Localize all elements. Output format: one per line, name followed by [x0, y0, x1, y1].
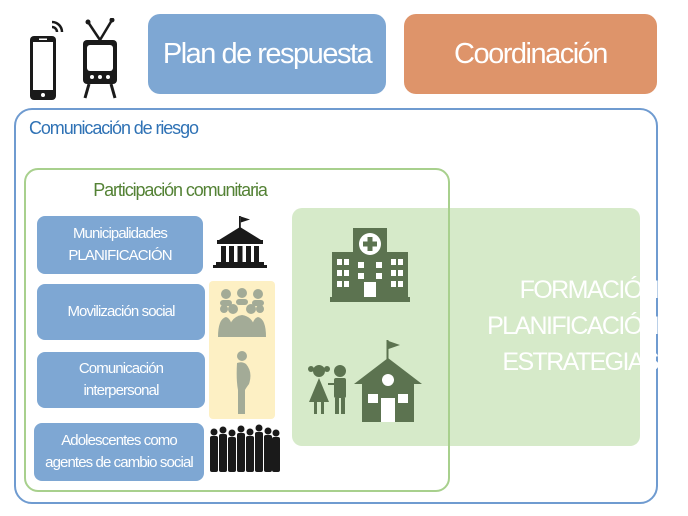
coordination-label: Coordinación — [454, 37, 608, 70]
training-line-planning: PLANIFICACIÓN — [487, 312, 660, 340]
card-social-mobilization: Movilización social — [37, 284, 205, 340]
hospital-icon — [330, 228, 410, 302]
training-line-formation: FORMACIÓN — [519, 276, 660, 304]
card-interpersonal-line-1: Comunicación — [78, 360, 164, 377]
training-text: FORMACIÓN PLANIFICACIÓN ESTRATEGIAS — [458, 272, 660, 380]
response-plan-button[interactable]: Plan de respuesta — [148, 14, 386, 94]
group-silhouette-icon — [210, 424, 280, 472]
risk-communication-frame — [14, 108, 658, 504]
card-adolescents-line-2: agentes de cambio social — [45, 454, 194, 471]
mobile-phone-icon — [30, 20, 64, 100]
children-icon — [308, 365, 346, 414]
card-interpersonal-communication: Comunicación interpersonal — [37, 352, 205, 408]
television-icon — [83, 18, 117, 99]
training-line-strategies: ESTRATEGIAS — [502, 348, 659, 376]
card-adolescents-line-1: Adolescentes como — [61, 432, 178, 449]
response-plan-label: Plan de respuesta — [162, 37, 373, 70]
crowd-icon — [218, 288, 266, 337]
card-interpersonal-line-2: interpersonal — [83, 382, 159, 399]
community-participation-frame — [24, 168, 450, 492]
school-icon — [354, 340, 422, 422]
card-adolescents: Adolescentes como agentes de cambio soci… — [34, 423, 204, 481]
card-municipalities: Municipalidades PLANIFICACIÓN — [37, 216, 203, 274]
card-social-mobilization-line-1: Movilización social — [67, 303, 175, 320]
coordination-button[interactable]: Coordinación — [404, 14, 657, 94]
card-municipalities-line-1: Municipalidades — [72, 225, 168, 242]
community-participation-title: Participación comunitaria — [93, 180, 268, 200]
training-panel — [292, 208, 640, 446]
pregnant-woman-icon — [236, 351, 251, 414]
city-hall-icon — [213, 216, 267, 268]
card-municipalities-line-2: PLANIFICACIÓN — [68, 247, 172, 264]
risk-communication-title: Comunicación de riesgo — [29, 118, 199, 138]
